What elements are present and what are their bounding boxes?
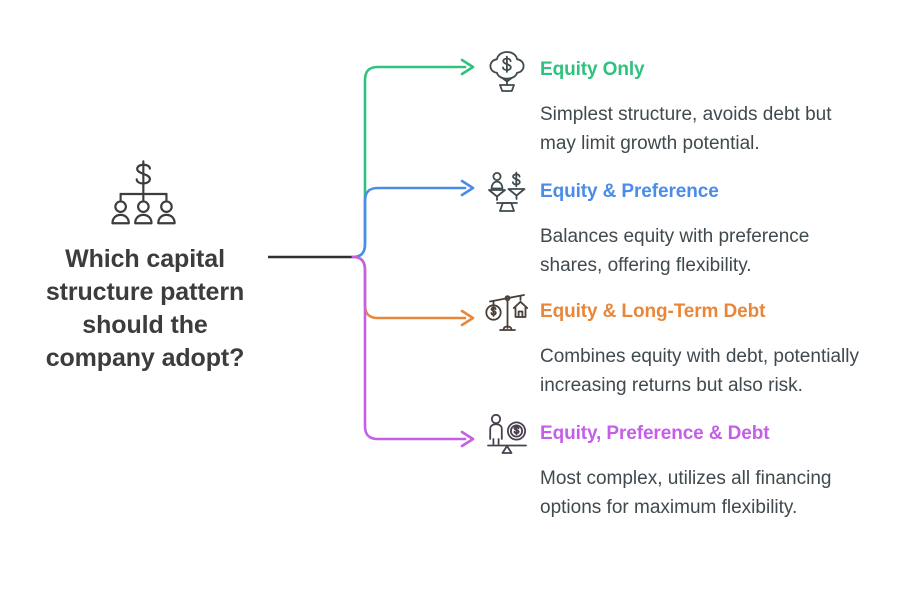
branch-title: Equity & Preference	[540, 181, 719, 202]
branch-description: Simplest structure, avoids debt but may …	[540, 104, 832, 154]
branch-title: Equity & Long-Term Debt	[540, 301, 766, 322]
branch-arrow-equity-preference-and-debt	[460, 430, 475, 448]
branch-line-equity-and-preference	[351, 186, 467, 259]
root-question-line: structure pattern	[45, 278, 245, 306]
scale-person-dollar-icon	[488, 171, 526, 212]
branch-description: Most complex, utilizes all financing opt…	[540, 468, 832, 518]
branch-equity-preference-and-debt[interactable]: Equity, Preference & Debt Most complex, …	[484, 412, 870, 522]
root-question-text: Which capital structure pattern should t…	[20, 243, 270, 375]
scale-coin-house-icon	[485, 294, 529, 331]
branch-equity-and-long-term-debt[interactable]: Equity & Long-Term Debt Combines equity …	[484, 290, 870, 400]
org-chart-dollar-icon	[111, 160, 176, 225]
branch-line-equity-and-long-term-debt	[351, 255, 467, 320]
root-question-line: should the	[82, 311, 208, 339]
branch-line-equity-preference-and-debt	[351, 255, 467, 441]
branch-header: Equity & Long-Term Debt	[484, 290, 870, 334]
branch-arrow-equity-and-long-term-debt	[460, 309, 475, 327]
branch-title: Equity Only	[540, 59, 645, 80]
branch-header: Equity & Preference	[484, 170, 870, 214]
root-node: Which capital structure pattern should t…	[20, 155, 270, 375]
branch-arrow-equity-and-preference	[460, 179, 475, 197]
branch-line-equity-only	[351, 65, 467, 259]
branch-arrow-equity-only	[460, 58, 475, 76]
branch-equity-only[interactable]: Equity Only Simplest structure, avoids d…	[484, 48, 870, 158]
branch-description: Balances equity with preference shares, …	[540, 226, 810, 276]
branch-equity-and-preference[interactable]: Equity & Preference Balances equity with…	[484, 170, 870, 280]
root-question-line: Which capital	[65, 245, 225, 273]
branch-title: Equity, Preference & Debt	[540, 423, 770, 444]
root-question-line: company adopt?	[45, 344, 245, 372]
branch-description: Combines equity with debt, potentially i…	[540, 346, 859, 396]
seesaw-person-coin-icon	[487, 413, 527, 454]
branch-header: Equity, Preference & Debt	[484, 412, 870, 456]
branch-header: Equity Only	[484, 48, 870, 92]
money-tree-icon	[489, 51, 525, 92]
